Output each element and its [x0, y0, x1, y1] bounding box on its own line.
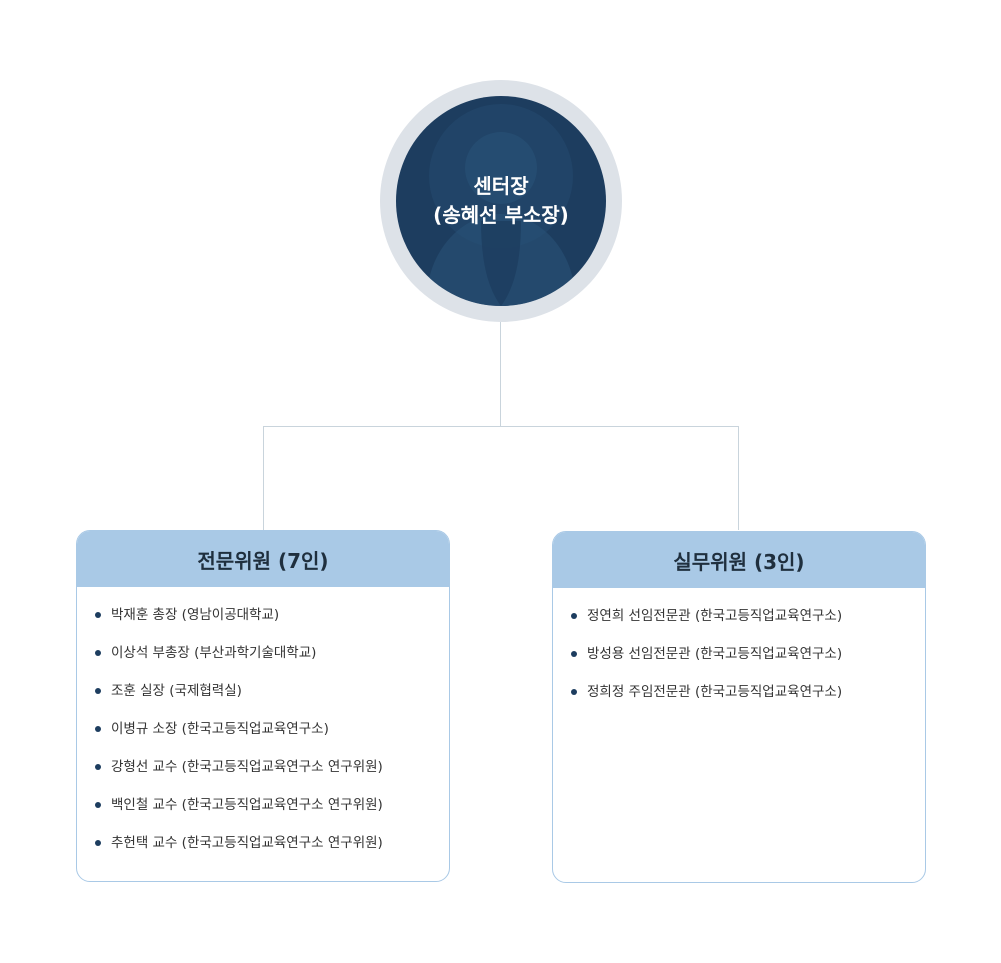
- expert-committee-title: 전문위원 (7인): [77, 531, 449, 587]
- head-label: 센터장 (송혜선 부소장): [396, 96, 606, 306]
- person-silhouette-icon: [426, 104, 576, 306]
- expert-committee-box: 전문위원 (7인) 박재훈 총장 (영남이공대학교) 이상석 부총장 (부산과학…: [76, 530, 450, 882]
- list-item: 추헌택 교수 (한국고등직업교육연구소 연구위원): [95, 833, 449, 871]
- connector-horizontal: [263, 426, 739, 427]
- list-item: 정연희 선임전문관 (한국고등직업교육연구소): [571, 606, 925, 644]
- list-item: 백인철 교수 (한국고등직업교육연구소 연구위원): [95, 795, 449, 833]
- list-item: 방성용 선임전문관 (한국고등직업교육연구소): [571, 644, 925, 682]
- connector-right-down: [738, 426, 739, 530]
- list-item: 이병규 소장 (한국고등직업교육연구소): [95, 719, 449, 757]
- working-committee-box: 실무위원 (3인) 정연희 선임전문관 (한국고등직업교육연구소) 방성용 선임…: [552, 531, 926, 883]
- working-committee-title: 실무위원 (3인): [553, 532, 925, 588]
- list-item: 강형선 교수 (한국고등직업교육연구소 연구위원): [95, 757, 449, 795]
- connector-left-down: [263, 426, 264, 530]
- head-node: [396, 96, 606, 306]
- connector-head-down: [500, 320, 501, 427]
- list-item: 박재훈 총장 (영남이공대학교): [95, 605, 449, 643]
- list-item: 조훈 실장 (국제협력실): [95, 681, 449, 719]
- head-name: (송혜선 부소장): [433, 203, 569, 227]
- working-committee-list: 정연희 선임전문관 (한국고등직업교육연구소) 방성용 선임전문관 (한국고등직…: [553, 588, 925, 720]
- list-item: 정희정 주임전문관 (한국고등직업교육연구소): [571, 682, 925, 720]
- head-title: 센터장: [473, 174, 529, 198]
- list-item: 이상석 부총장 (부산과학기술대학교): [95, 643, 449, 681]
- expert-committee-list: 박재훈 총장 (영남이공대학교) 이상석 부총장 (부산과학기술대학교) 조훈 …: [77, 587, 449, 871]
